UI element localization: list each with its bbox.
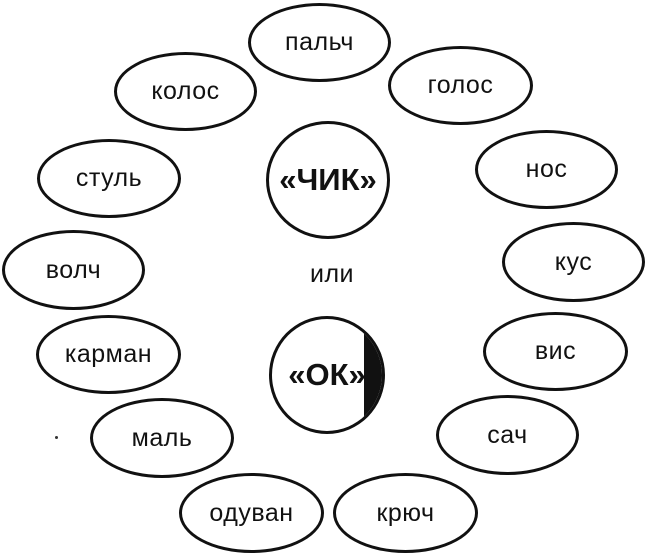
word-bubble: волч [2, 230, 145, 310]
word-label: одуван [209, 498, 294, 527]
center-top-label: «ЧИК» [279, 162, 377, 197]
word-label: стуль [75, 164, 143, 192]
word-label: кус [554, 247, 593, 276]
word-bubble: голос [388, 46, 533, 125]
word-label: волч [45, 255, 102, 284]
word-label: колос [151, 77, 220, 105]
crescent-shadow [364, 319, 382, 431]
word-label: нос [525, 155, 568, 183]
connector-word: или [309, 260, 355, 288]
center-circle-ok: «ОК» [269, 316, 385, 434]
word-bubble: маль [90, 398, 234, 478]
word-bubble: сач [436, 395, 579, 475]
word-bubble: стуль [37, 139, 181, 218]
word-label: пальч [285, 28, 354, 56]
word-bubble: кус [502, 222, 645, 302]
word-label: вис [534, 337, 577, 365]
word-label: сач [487, 420, 528, 449]
word-label: карман [64, 340, 153, 368]
word-bubble: пальч [248, 3, 391, 82]
word-bubble: одуван [179, 473, 324, 553]
word-label: крюч [376, 498, 435, 527]
word-bubble: вис [483, 312, 628, 391]
word-bubble: крюч [333, 473, 478, 553]
word-label: голос [427, 71, 494, 99]
word-bubble: карман [36, 315, 181, 394]
word-label: маль [131, 423, 193, 452]
print-speck [55, 436, 58, 439]
word-bubble: колос [114, 52, 257, 131]
word-bubble: нос [475, 130, 618, 209]
center-bottom-label: «ОК» [288, 357, 366, 392]
center-circle-chik: «ЧИК» [266, 121, 390, 239]
